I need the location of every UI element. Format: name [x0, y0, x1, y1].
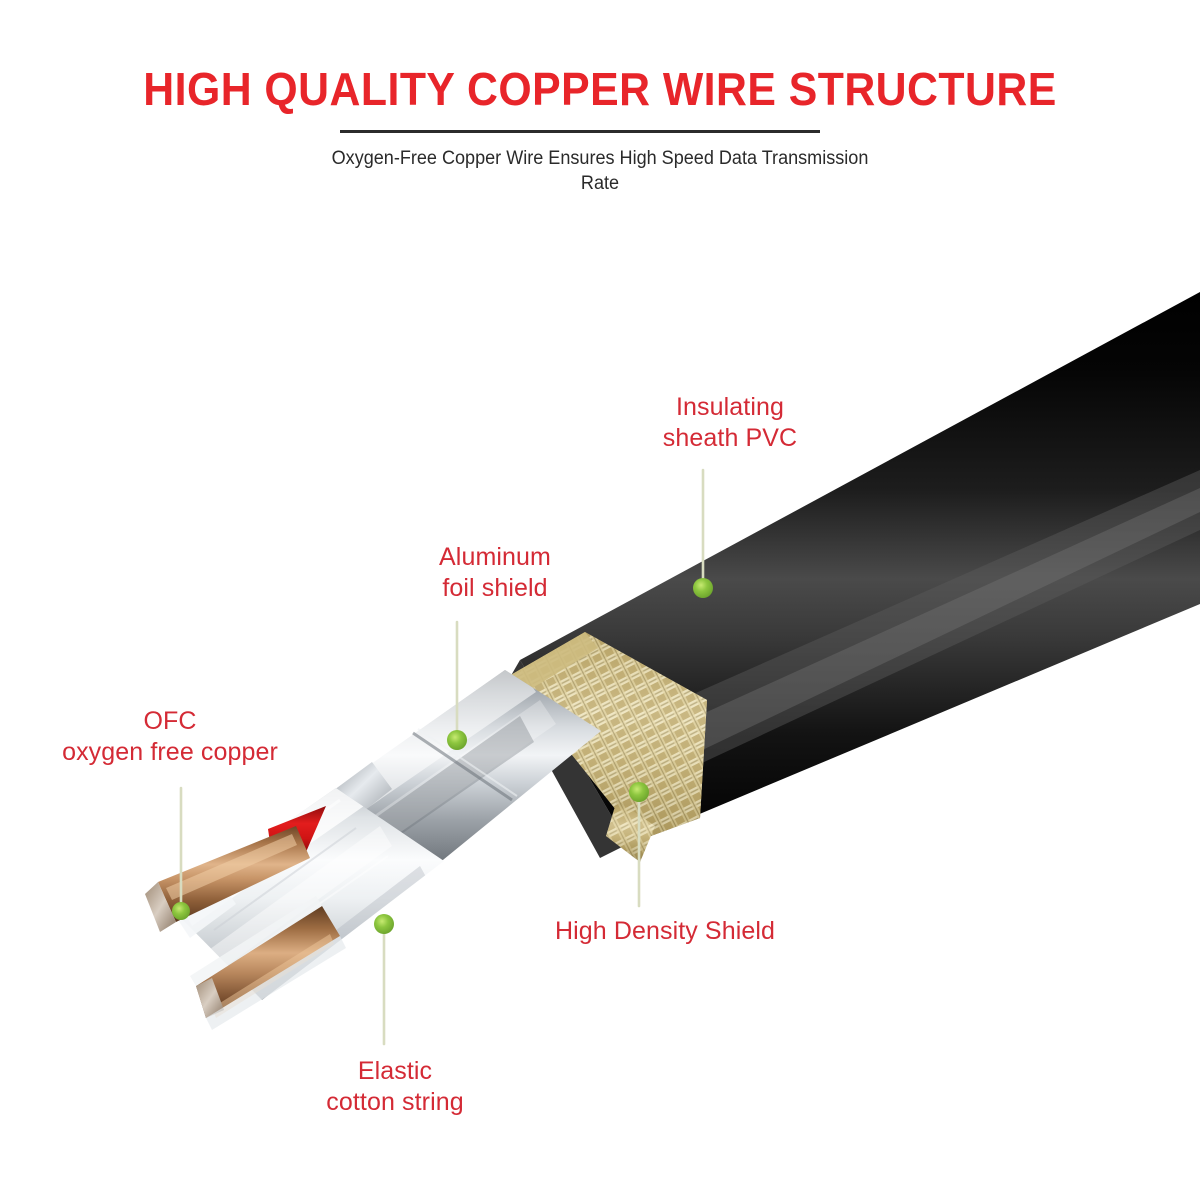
- marker-dot-ofc: [172, 902, 190, 920]
- page-subtitle: Oxygen-Free Copper Wire Ensures High Spe…: [331, 148, 869, 194]
- leader-lines: [179, 468, 705, 1046]
- marker-dot-elastic-cotton-string: [374, 914, 394, 934]
- title-divider: [340, 130, 820, 133]
- header-block: HIGH QUALITY COPPER WIRE STRUCTURE Oxyge…: [0, 0, 1200, 210]
- marker-dot-high-density-shield: [629, 782, 649, 802]
- callout-label-ofc-oxygen-free-copper: OFC oxygen free copper: [62, 707, 278, 766]
- ofc-copper-conductor-layer: [145, 826, 346, 1030]
- callout-label-insulating-sheath-pvc: Insulating sheath PVC: [662, 393, 798, 452]
- callout-label-high-density-shield: High Density Shield: [554, 917, 776, 945]
- marker-dot-aluminum-foil-shield: [447, 730, 467, 750]
- marker-dot-insulating-sheath-pvc: [693, 578, 713, 598]
- page-title: HIGH QUALITY COPPER WIRE STRUCTURE: [143, 63, 1057, 115]
- marker-dots: [172, 578, 713, 934]
- callout-label-aluminum-foil-shield: Aluminum foil shield: [439, 543, 551, 602]
- callout-label-elastic-cotton-string: Elastic cotton string: [326, 1057, 464, 1116]
